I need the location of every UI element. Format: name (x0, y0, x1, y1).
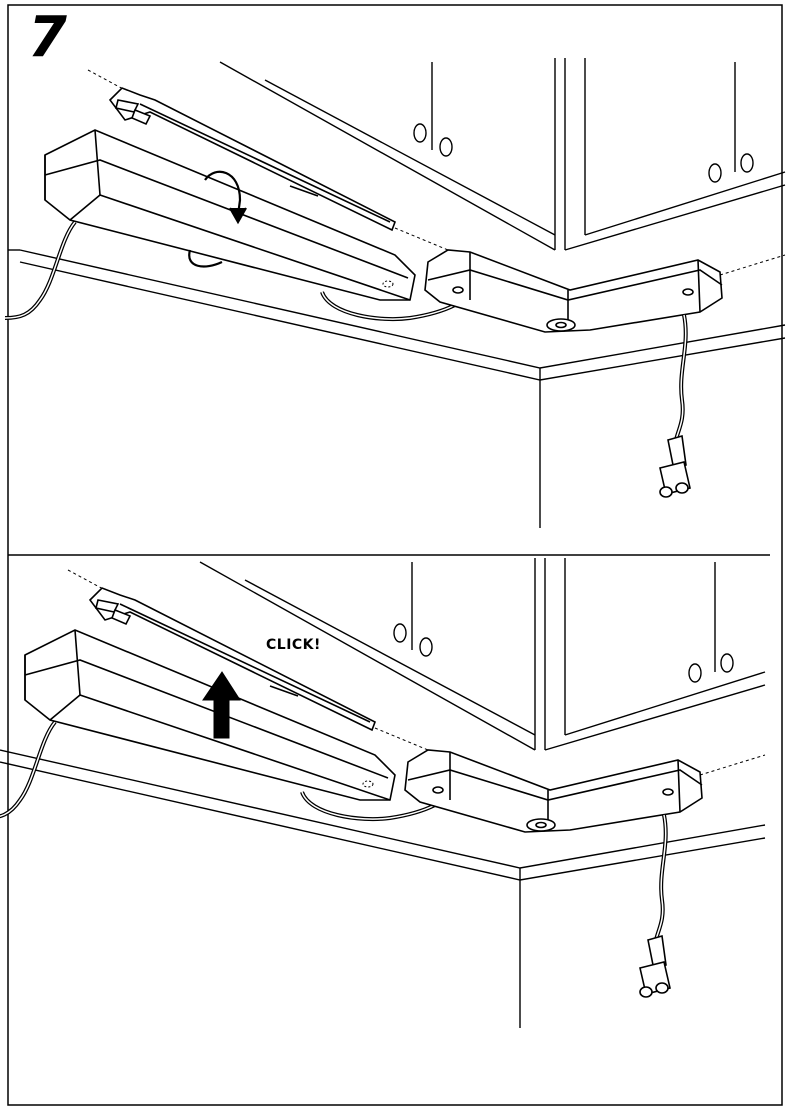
panel-bottom-illustration (0, 558, 765, 1028)
click-label: CLICK! (266, 637, 321, 653)
panel-top-illustration (5, 58, 785, 528)
step-number: 7 (28, 8, 67, 68)
